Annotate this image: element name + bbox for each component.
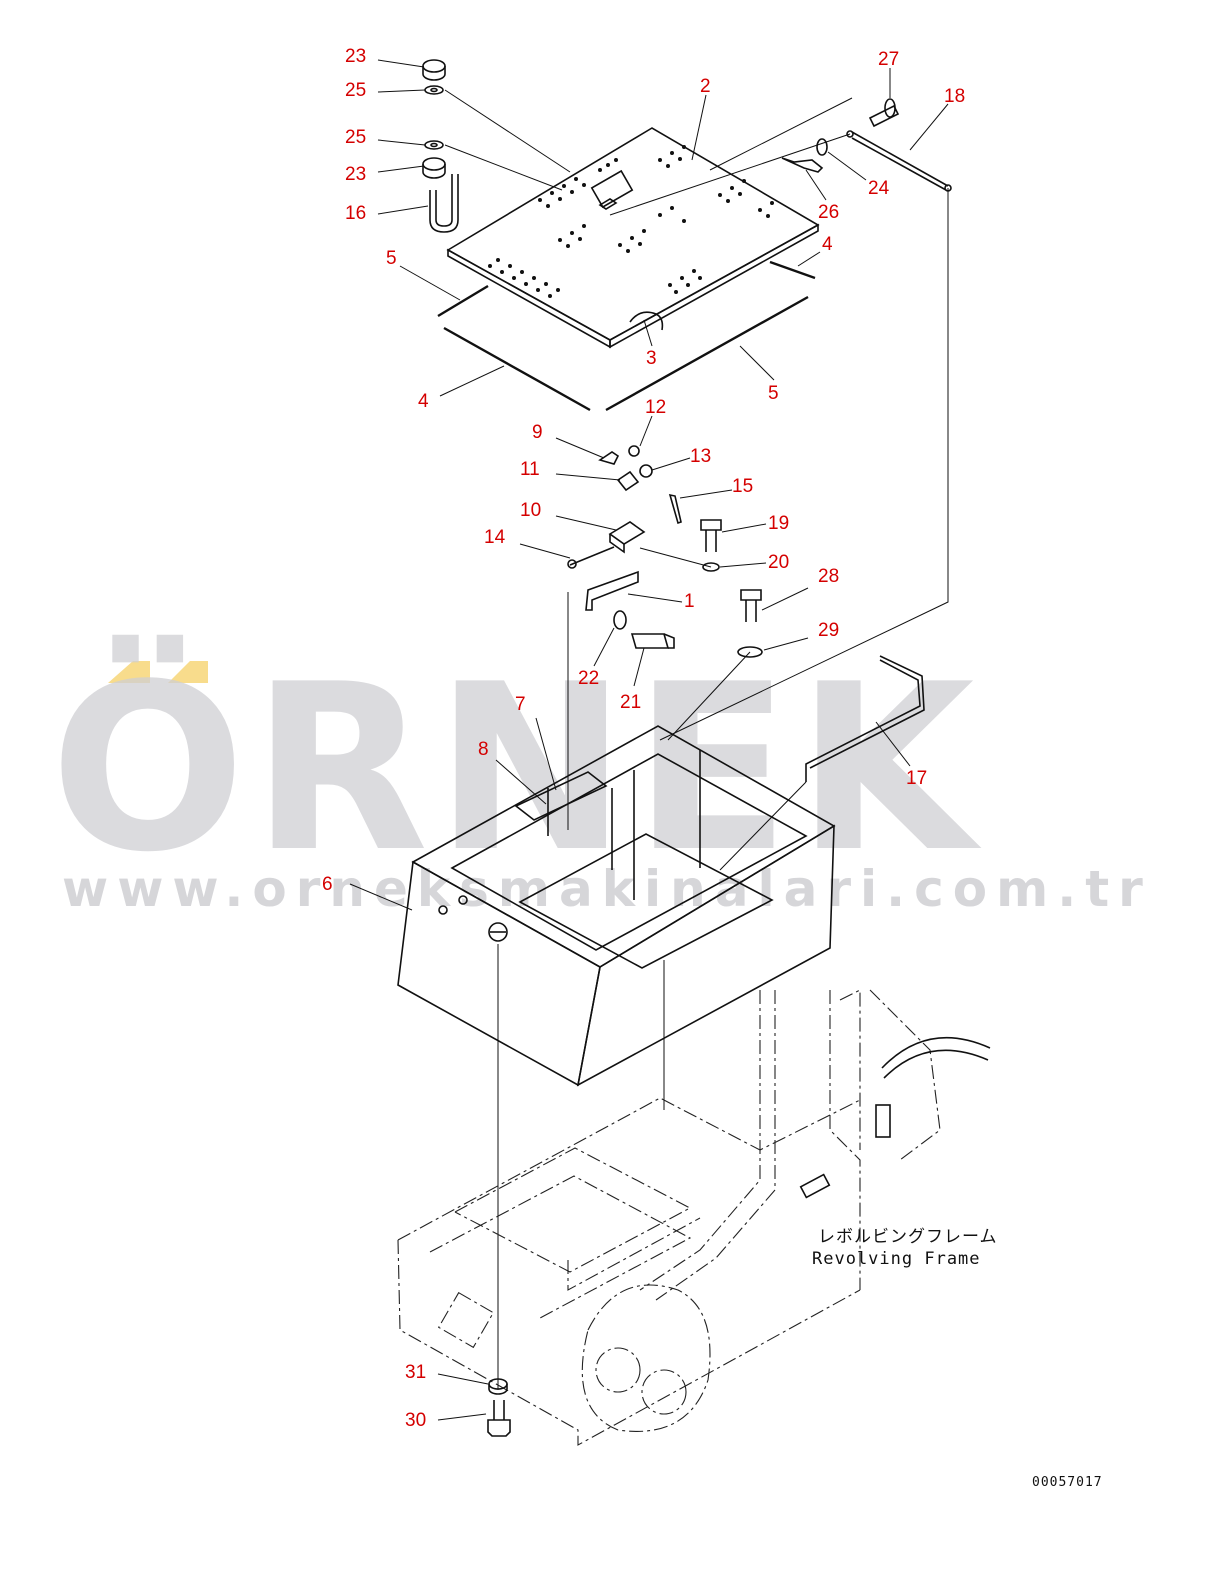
support-rod	[719, 655, 925, 871]
callout-14: 14	[484, 527, 506, 548]
callout-17: 17	[906, 768, 927, 789]
callout-30: 30	[405, 1410, 426, 1431]
callout-19: 19	[768, 513, 789, 534]
drawing-code: 00057017	[1032, 1475, 1103, 1490]
callout-23: 23	[345, 164, 366, 185]
watermark-brand: ÖRNEK	[50, 634, 982, 903]
callout-6: 6	[322, 874, 333, 895]
seal-strips	[437, 260, 816, 412]
callout-8: 8	[478, 739, 489, 760]
callout-28: 28	[818, 566, 839, 587]
callout-7: 7	[515, 694, 526, 715]
callout-10: 10	[520, 500, 541, 521]
callout-23: 23	[345, 46, 366, 67]
callout-31: 31	[405, 1362, 426, 1383]
callout-13: 13	[690, 446, 711, 467]
callout-16: 16	[345, 203, 366, 224]
callout-4: 4	[418, 391, 429, 412]
callout-29: 29	[818, 620, 839, 641]
revolving-frame	[397, 989, 991, 1446]
callout-11: 11	[520, 459, 540, 480]
battery-box	[397, 725, 836, 1390]
callout-1: 1	[684, 591, 695, 612]
callout-24: 24	[868, 178, 890, 199]
callout-5: 5	[386, 248, 397, 269]
watermark-accent-right	[168, 661, 208, 683]
callout-5: 5	[768, 383, 779, 404]
watermark-url: www.orneksmakinalari.com.tr	[62, 860, 1152, 918]
callout-2: 2	[700, 76, 711, 97]
callout-15: 15	[732, 476, 753, 497]
callout-25: 25	[345, 127, 366, 148]
callout-22: 22	[578, 668, 599, 689]
callout-3: 3	[646, 348, 657, 369]
callout-20: 20	[768, 552, 789, 573]
callout-labels: 23 25 25 23 16 2 27 18 24 26 5 4 3 4 5 1…	[322, 46, 965, 1431]
callout-26: 26	[818, 202, 839, 223]
callout-27: 27	[878, 49, 899, 70]
top-right-parts	[609, 97, 952, 741]
callout-9: 9	[532, 422, 543, 443]
bottom-fasteners	[487, 1378, 511, 1437]
top-cover-plate	[446, 127, 820, 349]
callout-leaders	[349, 59, 949, 1421]
watermark-accent-left	[108, 661, 150, 683]
callout-12: 12	[645, 397, 666, 418]
callout-21: 21	[620, 692, 641, 713]
watermark: ÖRNEK www.orneksmakinalari.com.tr	[50, 634, 1152, 918]
frame-label-japanese: レボルビングフレーム	[818, 1227, 998, 1247]
frame-label-english: Revolving Frame	[812, 1249, 981, 1269]
callout-18: 18	[944, 86, 965, 107]
callout-25: 25	[345, 80, 366, 101]
latch-assembly	[567, 445, 763, 830]
callout-4: 4	[822, 234, 833, 255]
